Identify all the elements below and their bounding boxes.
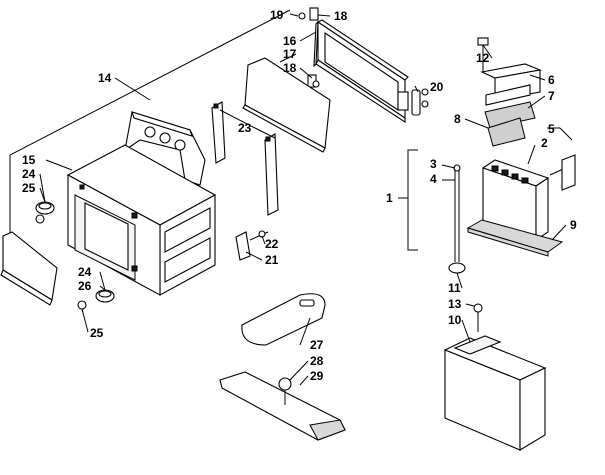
vent-tube xyxy=(448,164,466,274)
lid-panel xyxy=(242,57,331,153)
callout-22: 22 xyxy=(265,237,279,251)
assembly-bracket-lines xyxy=(9,9,418,251)
callout-2: 2 xyxy=(541,136,548,150)
callout-6: 6 xyxy=(548,73,555,87)
callout-28: 28 xyxy=(310,354,324,368)
storage-box xyxy=(66,111,217,296)
callout-19: 19 xyxy=(270,8,284,22)
callout-24a: 24 xyxy=(22,167,36,181)
callout-12: 12 xyxy=(476,51,490,65)
callout-18b: 18 xyxy=(283,61,297,75)
strap xyxy=(219,371,346,441)
hold-down-bar xyxy=(477,37,542,147)
battery-tray xyxy=(443,303,547,451)
leader-lines xyxy=(39,13,573,386)
callout-3: 3 xyxy=(430,157,437,171)
callout-25b: 25 xyxy=(90,326,104,340)
callout-4: 4 xyxy=(430,172,437,186)
callout-11: 11 xyxy=(448,281,461,295)
callout-24b: 24 xyxy=(78,265,92,279)
callout-15: 15 xyxy=(22,153,36,167)
callout-17: 17 xyxy=(283,47,297,61)
callout-23: 23 xyxy=(238,121,252,135)
callout-20: 20 xyxy=(430,80,444,94)
latch xyxy=(411,88,429,116)
callout-labels: 1 2 3 4 5 6 7 8 9 10 11 12 13 14 15 16 1… xyxy=(22,8,577,383)
seat-pad xyxy=(241,293,326,346)
rear-panel xyxy=(0,231,58,306)
callout-16: 16 xyxy=(283,34,297,48)
callout-27: 27 xyxy=(310,338,324,352)
callout-13: 13 xyxy=(448,297,462,311)
callout-29: 29 xyxy=(310,369,324,383)
callout-10: 10 xyxy=(448,313,462,327)
mount-bracket xyxy=(235,230,269,261)
callout-1: 1 xyxy=(386,191,393,205)
clamps-and-nuts xyxy=(35,12,320,310)
callout-25a: 25 xyxy=(22,181,36,195)
callout-9: 9 xyxy=(570,218,577,232)
battery-pad xyxy=(466,219,564,257)
hinge-strips xyxy=(211,101,279,216)
callout-14: 14 xyxy=(98,71,112,85)
lid-frame xyxy=(307,7,409,124)
callout-18a: 18 xyxy=(334,9,348,23)
callout-8: 8 xyxy=(454,112,461,126)
callout-21: 21 xyxy=(265,253,279,267)
callout-7: 7 xyxy=(548,89,555,103)
callout-5: 5 xyxy=(548,122,555,136)
callout-26: 26 xyxy=(78,279,92,293)
